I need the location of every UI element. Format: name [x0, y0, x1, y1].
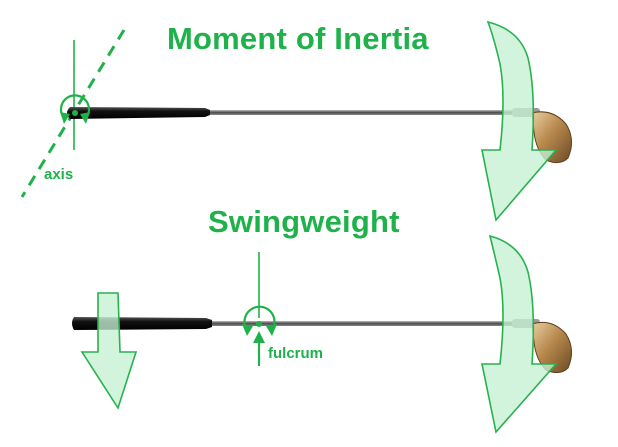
bottom-club-shaft: [200, 321, 530, 326]
top-club-grip: [67, 107, 210, 119]
fulcrum-arrow-icon: [253, 331, 265, 366]
label-fulcrum: fulcrum: [268, 345, 324, 362]
label-axis: axis: [44, 166, 74, 183]
title-swingweight: Swingweight: [208, 204, 400, 239]
top-curved-down-arrow-icon: [481, 20, 558, 222]
title-moment-of-inertia: Moment of Inertia: [167, 21, 429, 56]
grip-down-arrow-icon: [80, 292, 138, 410]
fulcrum-rotation-arrow-icon: [242, 305, 277, 336]
top-rotation-arrow-icon: [59, 94, 91, 124]
top-club-shaft: [200, 110, 530, 115]
bottom-club-grip: [72, 317, 212, 330]
bottom-curved-down-arrow-icon: [481, 234, 558, 434]
bottom-clubhead: [531, 321, 572, 374]
